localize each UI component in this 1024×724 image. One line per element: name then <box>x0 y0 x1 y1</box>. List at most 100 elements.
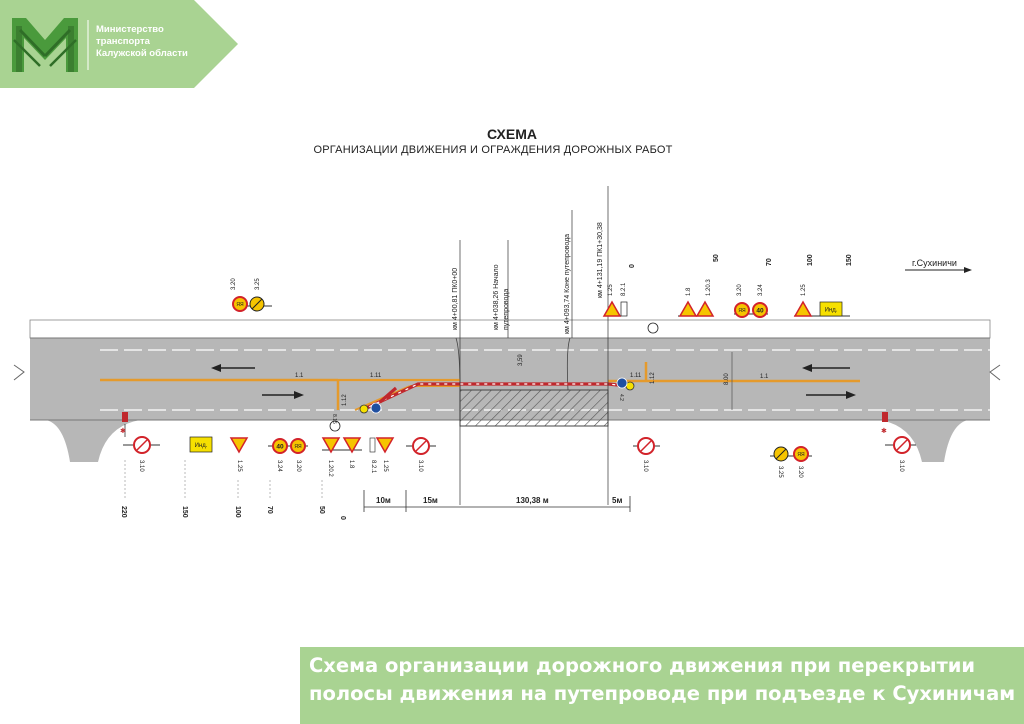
segment-10m: 10м <box>376 496 391 505</box>
caption-line-1: Схема организации дорожного движения при… <box>309 654 976 677</box>
sign-1-8-top-icon <box>678 300 698 317</box>
bottom-distance-150: 150 <box>181 506 188 518</box>
marking-1-12-left: 1.12 <box>342 394 348 406</box>
bottom-label-3-20b: 3.20 <box>797 466 803 478</box>
traffic-direction-arrows <box>211 364 856 399</box>
top-label-1-8: 1.8 <box>686 287 692 296</box>
svg-text:✱: ✱ <box>120 427 126 435</box>
bottom-label-1-8: 1.8 <box>348 460 354 469</box>
top-distance-70: 70 <box>766 258 773 266</box>
bottom-distance-labels: 220 150 100 70 50 0 <box>120 460 346 520</box>
segment-130-38m: 130,38 м <box>516 496 549 505</box>
top-distance-labels: 0 50 70 100 150 <box>629 254 853 268</box>
segment-15m: 15м <box>423 496 438 505</box>
direction-indicator: г.Сухиничи <box>905 258 972 273</box>
bottom-label-3-10a: 3.10 <box>138 460 144 472</box>
top-label-1-25b: 1.25 <box>801 284 807 296</box>
marking-1-1-right: 1.1 <box>760 374 769 380</box>
sign-overtake-text-3: ЯЯ <box>294 444 302 450</box>
sign-3-24-top-icon <box>752 302 768 318</box>
bottom-distance-70: 70 <box>266 506 273 514</box>
sign-3-20-bottom-icon <box>290 438 306 454</box>
marking-1-11-right: 1.11 <box>630 373 642 379</box>
overpass-work-zone <box>455 337 609 427</box>
header-banner: Министерство транспорта Калужской област… <box>0 0 238 88</box>
bottom-label-3-20: 3.20 <box>295 460 301 472</box>
bottom-distance-220: 220 <box>120 506 127 518</box>
top-distance-0: 0 <box>629 264 636 268</box>
ministry-m-logo-icon <box>12 18 78 72</box>
bottom-label-8-2-1: 8.2.1 <box>370 460 376 474</box>
top-label-1-25a: 1.25 <box>608 284 614 296</box>
sign-overtake-text-4: ЯЯ <box>797 452 805 458</box>
segment-dimensions: 10м 15м 130,38 м 5м <box>363 490 631 512</box>
marking-labels: 1.1 1.11 1.12 1.11 1.12 1.1 8.00 3,59 <box>295 354 769 406</box>
sign-1-25-top-icon <box>602 300 622 317</box>
bottom-distance-0: 0 <box>339 516 346 520</box>
temporary-markings <box>100 352 860 411</box>
signal-lamp-icon <box>647 322 659 334</box>
chainage-pk0: км 4+00,81 ПК0+00 <box>452 268 459 330</box>
segment-5m: 5м <box>612 496 622 505</box>
sign-ind-top-icon <box>819 301 843 317</box>
caption: Схема организации дорожного движения при… <box>309 652 1021 708</box>
top-label-8-2-1: 8.2.1 <box>621 282 627 296</box>
sign-3-20-icon <box>232 296 248 312</box>
top-distance-150: 150 <box>846 254 853 266</box>
bottom-label-1-25: 1.25 <box>236 460 242 472</box>
bottom-distance-50: 50 <box>318 506 325 514</box>
bottom-label-8-15: 8.15 <box>331 414 337 424</box>
chainage-bridge-end: км 4+093,74 Коне путепровода <box>564 234 571 334</box>
sign-3-20-top-right-icon <box>734 302 750 318</box>
ministry-line-1: Министерство <box>96 24 164 35</box>
sign-3-20-bottom-right-icon <box>793 446 809 462</box>
top-label-3-20b: 3.20 <box>737 284 743 296</box>
chainage-markers: км 4+00,81 ПК0+00 км 4+038,26 Начало пут… <box>452 186 609 505</box>
bottom-label-3-24: 3.24 <box>276 460 282 472</box>
scheme-title: СХЕМА <box>486 126 538 142</box>
marking-1-1-left: 1.1 <box>295 373 304 379</box>
sign-1-25-bottom-2-icon <box>375 437 395 454</box>
sign-8-2-1-top-icon <box>620 301 628 317</box>
warning-light-left-icon <box>359 404 369 414</box>
sign-1-20-2-icon <box>321 437 341 454</box>
scheme-subtitle: ОРГАНИЗАЦИИ ДВИЖЕНИЯ И ОГРАЖДЕНИЯ ДОРОЖН… <box>313 144 673 156</box>
svg-text:✱: ✱ <box>881 427 887 435</box>
bottom-label-1-20-2: 1.20.2 <box>327 460 333 477</box>
banner-shape <box>0 0 238 88</box>
sign-overtake-text: ЯЯ <box>236 302 244 308</box>
bottom-label-3-25: 3.25 <box>777 466 783 478</box>
sign-ind-bottom-icon <box>189 436 213 453</box>
sign-8-2-1-bottom-icon <box>369 437 376 453</box>
sign-3-24-bottom-icon <box>272 438 288 454</box>
ministry-name: Министерство транспорта Калужской област… <box>96 24 188 60</box>
caption-panel <box>300 647 1024 724</box>
bottom-label-3-10c: 3.10 <box>642 460 648 472</box>
signal-lamp-bottom-icon <box>329 420 341 432</box>
top-distance-100: 100 <box>807 254 814 266</box>
top-road-signs: ЯЯ 3.20 3.25 1.25 8.2.1 1.8 1.20.3 ЯЯ 40… <box>231 278 850 334</box>
bottom-label-1-25b: 1.25 <box>382 460 388 472</box>
top-label-3-24: 3.24 <box>758 284 764 296</box>
marking-1-12-right: 1.12 <box>650 372 656 384</box>
chainage-bridge-start-2: путепровода <box>503 289 510 330</box>
sign-1-25-bottom-icon <box>229 437 249 454</box>
sign-4-2-left-icon <box>370 402 382 414</box>
sign-ind-bottom-text: Инд. <box>195 443 208 449</box>
sign-1-25-top-right-icon <box>793 300 813 317</box>
top-distance-50: 50 <box>713 254 720 262</box>
bridge-width-label: 3,59 <box>518 354 524 366</box>
marking-1-11-left: 1.11 <box>370 373 382 379</box>
bottom-label-3-10b: 3.10 <box>417 460 423 472</box>
caption-line-2: полосы движения на путепроводе при подъе… <box>309 682 1016 705</box>
bottom-label-4-2: 4.2 <box>618 394 624 401</box>
bottom-road-signs: ✱ 3.10 Инд. 1.25 40 ЯЯ 3.24 3.20 1.20.2 … <box>120 377 916 478</box>
sign-ind-top-text: Инд. <box>825 308 838 314</box>
top-label-3-20: 3.20 <box>231 278 237 290</box>
top-label-3-25: 3.25 <box>255 278 261 290</box>
sign-overtake-text-2: ЯЯ <box>738 308 746 314</box>
ministry-line-3: Калужской области <box>96 48 188 59</box>
ministry-line-2: транспорта <box>96 36 150 47</box>
top-label-1-20-3: 1.20.3 <box>706 279 712 296</box>
sign-1-8-bottom-icon <box>342 437 362 454</box>
